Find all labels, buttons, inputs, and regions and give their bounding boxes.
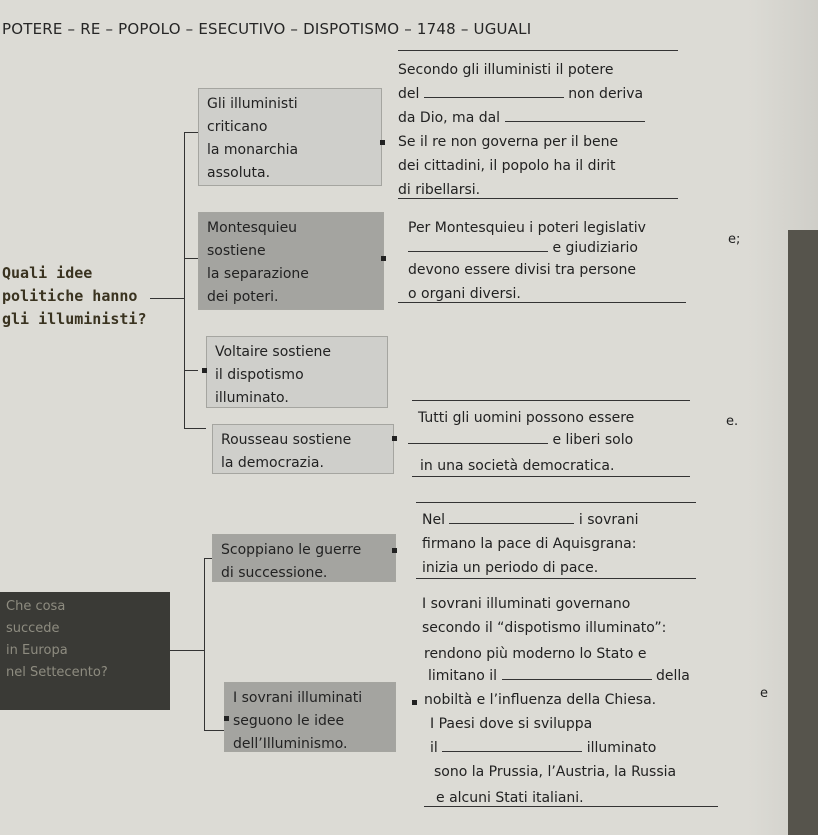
bullet-dot: [202, 368, 207, 373]
text-line: in una società democratica.: [420, 458, 615, 474]
fill-blank[interactable]: [423, 83, 564, 98]
text-line: secondo il “dispotismo illuminato”:: [422, 620, 667, 636]
bullet-dot: [392, 548, 397, 553]
connector-branch: [184, 428, 206, 429]
box-guerre: Scoppiano le guerre di successione.: [212, 534, 396, 582]
rule-line: [416, 578, 696, 579]
fill-blank[interactable]: [504, 107, 645, 122]
connector-branch: [184, 132, 198, 133]
connector-vertical-1: [184, 132, 185, 428]
box-sovrani: I sovrani illuminati seguono le idee del…: [224, 682, 396, 752]
box-illuministi: Gli illuministi criticano la monarchia a…: [198, 88, 382, 186]
text-line-blank: Nel i sovrani: [422, 508, 638, 532]
question-2: Che cosa succede in Europa nel Settecent…: [0, 592, 170, 710]
text-line: di ribellarsi.: [398, 182, 481, 198]
rule-line: [398, 198, 678, 199]
word-bank-title: POTERE – RE – POPOLO – ESECUTIVO – DISPO…: [2, 20, 532, 38]
bullet-dot: [412, 700, 417, 705]
text-line: dei cittadini, il popolo ha il dirit: [398, 158, 616, 174]
text-line: Tutti gli uomini possono essere: [418, 410, 635, 426]
connector-branch: [204, 730, 224, 731]
text-line: I sovrani illuminati governano: [422, 596, 631, 612]
connector-branch: [204, 558, 212, 559]
bullet-dot: [380, 140, 385, 145]
connector-branch: [184, 258, 198, 259]
question-1: Quali idee politiche hanno gli illuminis…: [2, 264, 147, 328]
fill-blank[interactable]: [408, 237, 548, 252]
text-line-blank: del non deriva: [398, 82, 643, 106]
connector-vertical-2: [204, 558, 205, 730]
box-voltaire: Voltaire sostiene il dispotismo illumina…: [206, 336, 388, 408]
margin-fragment: e;: [728, 232, 741, 247]
text-line-blank: da Dio, ma dal: [398, 106, 645, 130]
rule-line: [398, 50, 678, 51]
text-line: devono essere divisi tra persone: [408, 262, 637, 278]
text-line-blank: il illuminato: [430, 736, 656, 760]
page-edge-dark-strip: [788, 230, 818, 835]
text-line: nobiltà e l’influenza della Chiesa.: [424, 692, 657, 708]
fill-blank[interactable]: [408, 429, 548, 444]
rule-line: [424, 806, 718, 807]
text-line: Secondo gli illuministi il potere: [398, 62, 614, 78]
text-line: o organi diversi.: [408, 286, 521, 302]
text-line: Per Montesquieu i poteri legislativ: [408, 220, 646, 236]
fill-blank[interactable]: [442, 737, 583, 752]
text-line: rendono più moderno lo Stato e: [424, 646, 647, 662]
connector-q2: [170, 650, 204, 651]
bullet-dot: [224, 716, 229, 721]
bullet-dot: [381, 256, 386, 261]
text-line: firmano la pace di Aquisgrana:: [422, 536, 637, 552]
rule-line: [416, 502, 696, 503]
text-line: Se il re non governa per il bene: [398, 134, 619, 150]
fill-blank[interactable]: [501, 665, 652, 680]
box-rousseau: Rousseau sostiene la democrazia.: [212, 424, 394, 474]
bullet-dot: [392, 436, 397, 441]
text-line: inizia un periodo di pace.: [422, 560, 599, 576]
text-line-blank: limitano il della: [428, 664, 690, 688]
text-line: sono la Prussia, l’Austria, la Russia: [434, 764, 677, 780]
rule-line: [398, 302, 686, 303]
text-line: e alcuni Stati italiani.: [436, 790, 584, 806]
fill-blank[interactable]: [449, 509, 575, 524]
rule-line: [412, 400, 690, 401]
connector-branch: [184, 370, 198, 371]
text-line-blank: e liberi solo: [408, 428, 633, 452]
text-line-blank: e giudiziario: [408, 236, 638, 260]
margin-fragment: e: [760, 686, 768, 701]
rule-line: [412, 476, 690, 477]
box-montesquieu: Montesquieu sostiene la separazione dei …: [198, 212, 384, 310]
connector-q1: [150, 298, 184, 299]
text-line: I Paesi dove si sviluppa: [430, 716, 593, 732]
margin-fragment: e.: [726, 414, 739, 429]
